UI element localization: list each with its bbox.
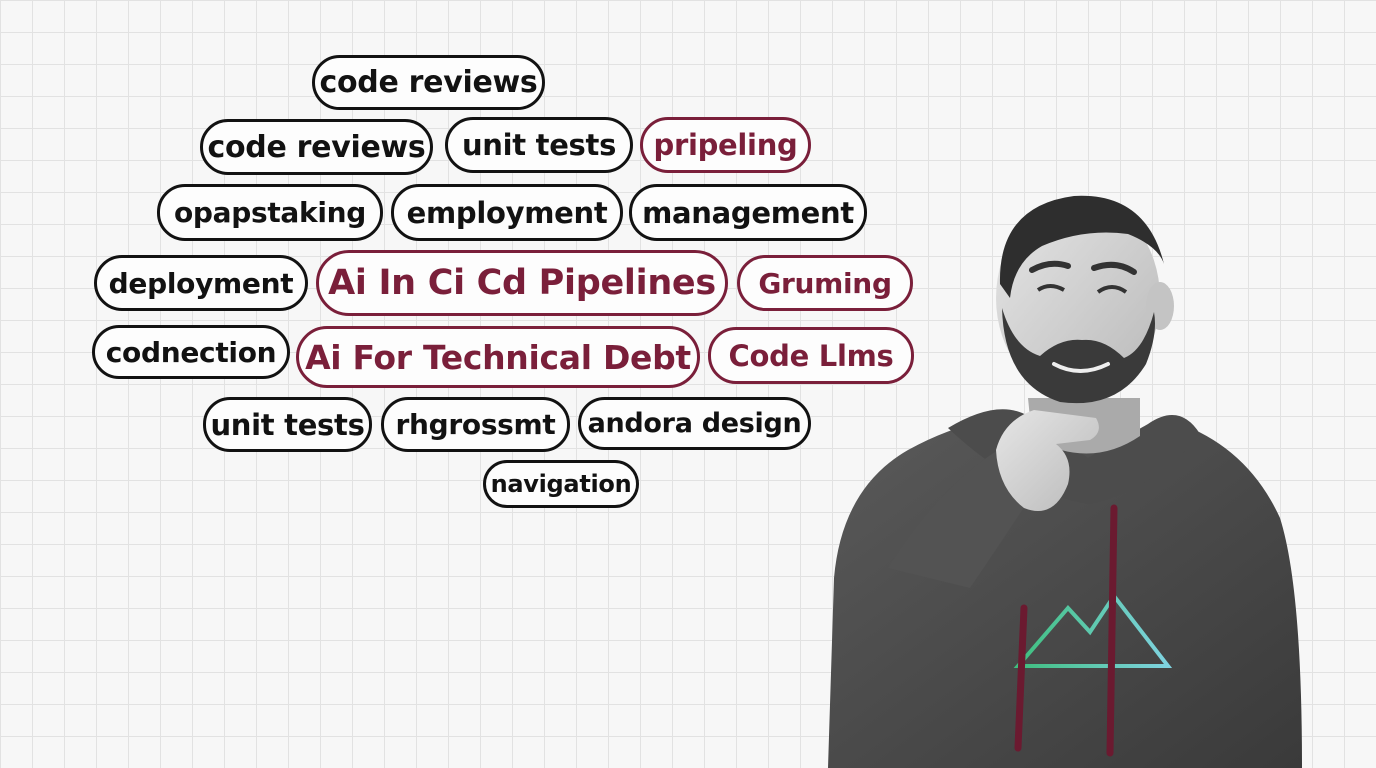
keyword-tag-navigation: navigation	[483, 460, 639, 508]
keyword-tag-label: unit tests	[461, 128, 617, 162]
keyword-tag-code-llms: Code Llms	[708, 327, 914, 384]
thinking-man-illustration	[828, 195, 1302, 768]
keyword-tag-employment: employment	[391, 184, 623, 241]
keyword-tag-label: Ai In Ci Cd Pipelines	[328, 263, 716, 303]
keyword-tag-pripeling: pripeling	[640, 117, 811, 173]
keyword-tag-label: code reviews	[319, 65, 538, 100]
keyword-tag-rhgrossmt: rhgrossmt	[381, 397, 570, 452]
arm	[888, 450, 1042, 588]
keyword-tag-codnection: codnection	[92, 325, 290, 379]
keyword-tag-ai-for-technical-debt: Ai For Technical Debt	[296, 326, 700, 388]
keyword-tag-label: navigation	[490, 470, 632, 498]
keyword-tag-label: opapstaking	[173, 196, 367, 229]
keyword-tag-management: management	[629, 184, 867, 241]
hoodie-string-right	[1106, 504, 1118, 757]
keyword-tag-label: codnection	[105, 335, 277, 369]
keyword-tag-deployment: deployment	[94, 255, 308, 311]
keyword-tag-label: deployment	[108, 266, 294, 300]
keyword-tag-code-reviews-2: code reviews	[200, 119, 433, 175]
keyword-tag-label: management	[642, 195, 854, 230]
keyword-tag-label: pripeling	[653, 128, 798, 162]
mountain-print	[1013, 592, 1173, 698]
head	[996, 195, 1174, 404]
keyword-tag-label: rhgrossmt	[395, 408, 556, 441]
keyword-tag-unit-tests-2: unit tests	[203, 397, 372, 452]
keyword-tag-label: code reviews	[207, 129, 426, 165]
keyword-tag-label: andora design	[587, 408, 802, 439]
keyword-tag-ai-in-ci-cd-pipelines: Ai In Ci Cd Pipelines	[316, 250, 728, 316]
keyword-tag-gruming: Gruming	[737, 255, 913, 311]
hand	[996, 410, 1099, 511]
keyword-tag-andora-design: andora design	[578, 397, 811, 450]
keyword-tag-label: Ai For Technical Debt	[305, 337, 691, 377]
keyword-tag-opapstaking: opapstaking	[157, 184, 383, 241]
keyword-tag-unit-tests-1: unit tests	[445, 117, 633, 173]
keyword-tag-label: Gruming	[758, 266, 892, 300]
keyword-tag-label: unit tests	[210, 407, 365, 442]
keyword-tag-code-reviews-1: code reviews	[312, 55, 545, 110]
keyword-tag-label: Code Llms	[728, 338, 894, 373]
keyword-tag-label: employment	[406, 195, 608, 230]
hoodie-string-left	[1014, 604, 1028, 752]
